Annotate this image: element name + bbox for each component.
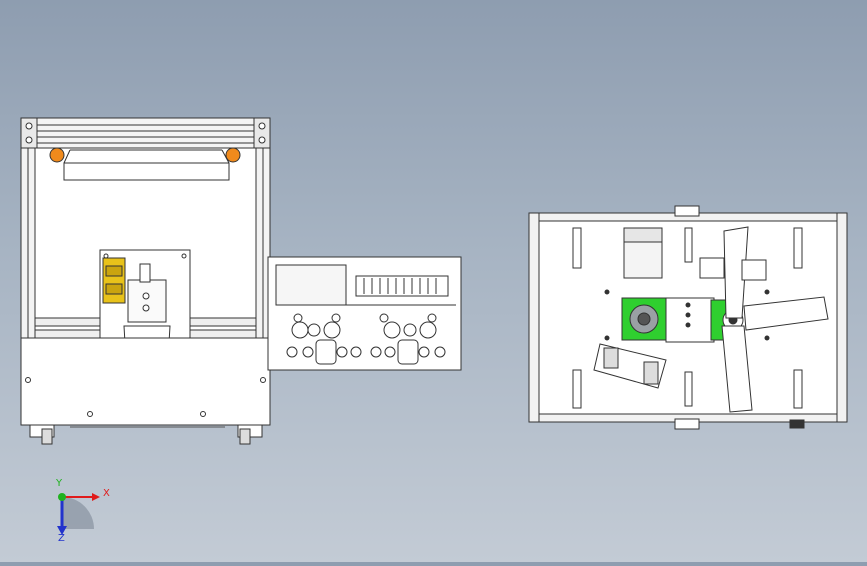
- tray: [63, 162, 230, 181]
- terminal-block: [355, 275, 449, 297]
- y-axis-label: Y: [56, 478, 63, 489]
- side-panel-view[interactable]: [267, 256, 462, 371]
- z-axis-label: Z: [58, 533, 65, 544]
- blade-right: [743, 296, 829, 331]
- blade-down: [721, 325, 753, 413]
- orange-roller-right: [225, 147, 241, 163]
- blade-up: [723, 226, 749, 319]
- base-box: [20, 337, 271, 426]
- sensor: [291, 321, 309, 339]
- top-view[interactable]: [528, 205, 848, 430]
- axis-triad: [57, 493, 100, 535]
- yellow-component: [102, 257, 126, 304]
- front-view[interactable]: [20, 117, 271, 445]
- y-axis-dot: [58, 493, 66, 501]
- orange-roller-left: [49, 147, 65, 163]
- x-axis-label: X: [103, 488, 110, 499]
